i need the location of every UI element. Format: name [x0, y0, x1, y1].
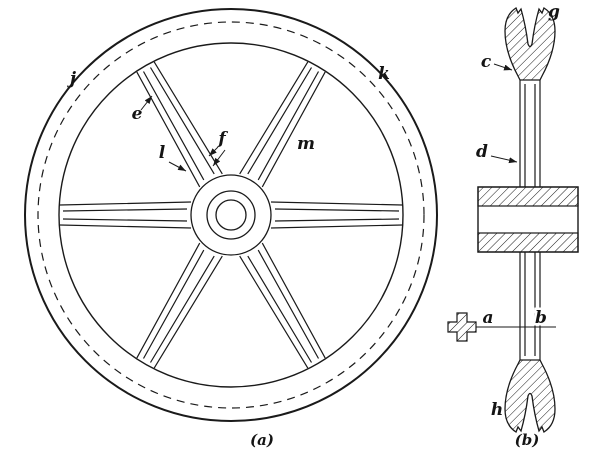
- arm-cross-section-symbol: [447, 312, 477, 342]
- arm-lower: [519, 252, 541, 360]
- label-c-arrow: [493, 63, 513, 71]
- hub-section-bottom: [477, 232, 579, 253]
- label-m: m: [297, 134, 315, 154]
- label-f-arrow-1: [208, 146, 219, 157]
- hub-ring-circle: [206, 190, 256, 240]
- label-g: g: [548, 2, 560, 22]
- spoke-left: [59, 201, 192, 229]
- label-d: d: [476, 142, 488, 162]
- arm-upper: [519, 80, 541, 187]
- spoke-upper-left: [136, 61, 223, 188]
- label-f-arrow-2: [212, 149, 226, 167]
- label-l-arrow: [168, 161, 187, 172]
- rim-outer-circle: [24, 8, 438, 422]
- label-l: l: [159, 143, 166, 163]
- side-view: [447, 7, 579, 433]
- spoke-right: [270, 201, 403, 229]
- label-a: a: [482, 308, 493, 328]
- label-d-arrow: [490, 155, 518, 164]
- spoke-lower-left: [136, 242, 223, 369]
- hub-bore-circle: [215, 199, 247, 231]
- label-f: f: [217, 129, 228, 149]
- front-view: [24, 8, 438, 422]
- rim-section-bottom: [504, 359, 556, 433]
- spoke-lower-right: [239, 242, 326, 369]
- spoke-upper-right: [239, 61, 326, 188]
- caption-front-view: (a): [250, 431, 274, 449]
- rim-section-top: [504, 7, 556, 81]
- label-h: h: [491, 400, 503, 420]
- rim-inner-circle: [58, 42, 404, 388]
- side-view-labels: g c d a b h: [476, 2, 560, 420]
- pitch-dashed-circle: [37, 21, 425, 409]
- label-c: c: [481, 52, 492, 72]
- hub-outer-circle: [190, 174, 272, 256]
- front-view-labels: j k e l f m: [67, 64, 390, 163]
- hub-section-top: [477, 186, 579, 207]
- caption-side-view: (b): [515, 431, 540, 449]
- label-e: e: [132, 104, 143, 124]
- label-k: k: [378, 64, 390, 84]
- label-b: b: [535, 308, 547, 328]
- label-e-arrow: [140, 95, 153, 111]
- hub-outline: [477, 186, 579, 253]
- label-j: j: [67, 69, 77, 89]
